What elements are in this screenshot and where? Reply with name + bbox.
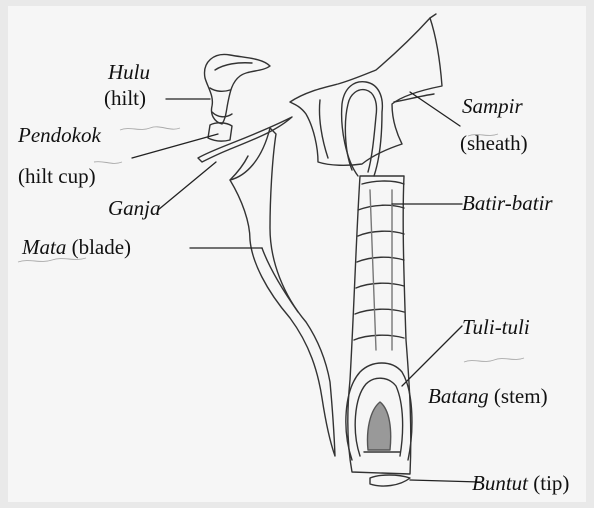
label-hulu-english: (hilt): [104, 87, 146, 109]
label-pendokok-english: (hilt cup): [18, 165, 96, 187]
label-mata-group: Mata (blade): [22, 236, 131, 258]
label-pendokok: Pendokok: [18, 124, 101, 146]
label-buntut: Buntut: [472, 471, 528, 495]
hilt-drawing: [205, 54, 270, 124]
label-batir-batir: Batir-batir: [462, 192, 553, 214]
hilt-cup-drawing: [198, 117, 292, 162]
blade-drawing: [230, 128, 335, 456]
leader-lines: [132, 92, 480, 482]
label-batang: Batang: [428, 384, 489, 408]
label-hulu: Hulu: [108, 61, 150, 83]
label-mata-english: (blade): [72, 235, 131, 259]
label-mata: Mata: [22, 235, 66, 259]
label-buntut-group: Buntut (tip): [472, 472, 569, 494]
label-ganja: Ganja: [108, 197, 161, 219]
label-sampir: Sampir: [462, 95, 523, 117]
label-tuli-tuli: Tuli-tuli: [462, 316, 530, 338]
sheath-bottom-loop-drawing: [346, 363, 412, 460]
sheath-tip-drawing: [370, 475, 410, 486]
sheath-loop-drawing: [342, 82, 383, 176]
label-batang-english: (stem): [494, 384, 548, 408]
label-buntut-english: (tip): [533, 471, 569, 495]
label-sampir-english: (sheath): [460, 132, 528, 154]
label-batang-group: Batang (stem): [428, 385, 548, 407]
